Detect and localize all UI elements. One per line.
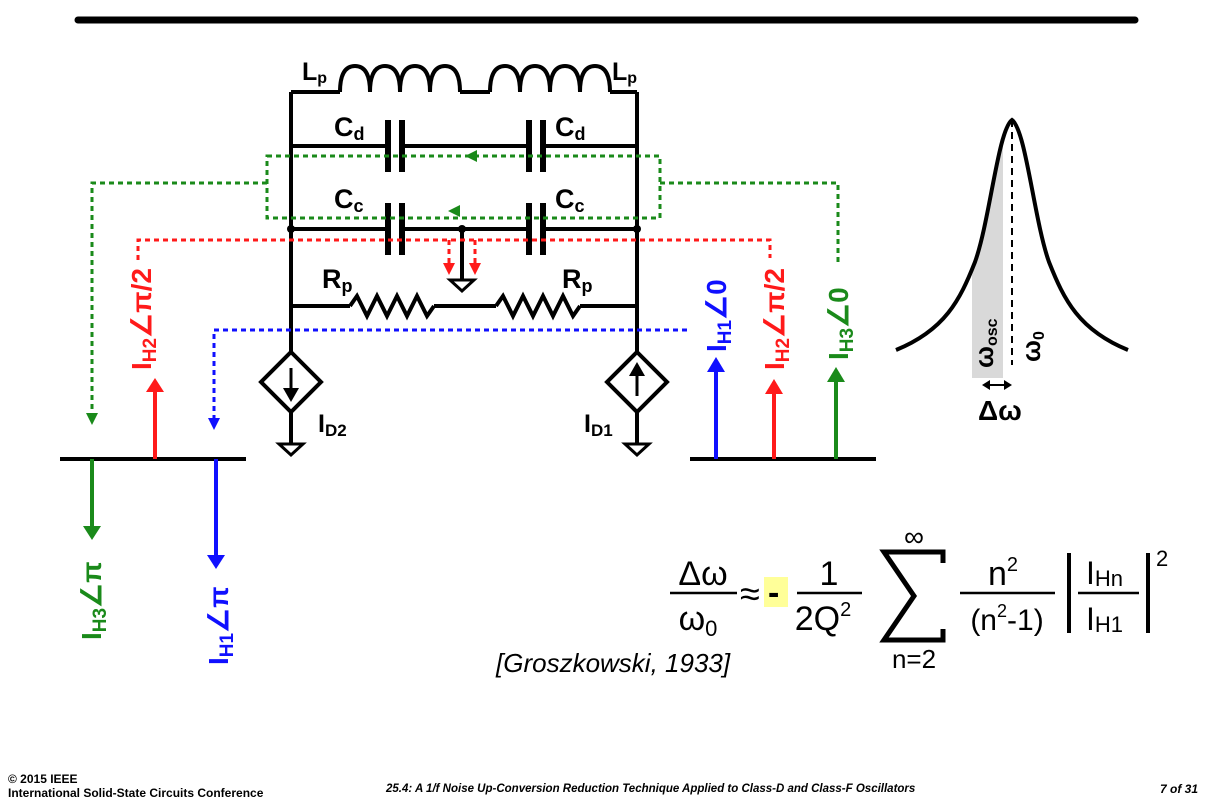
label-cd-right: Cd: [555, 112, 586, 144]
formula-frac2-den: (n2-1): [970, 601, 1043, 637]
label-left-h3: IH3∠π: [76, 561, 111, 640]
formula-lhs-den: ω0: [679, 600, 718, 641]
formula-outer-sup: 2: [1156, 546, 1168, 571]
label-lp-left: Lp: [302, 58, 327, 87]
label-left-h1: IH1∠π: [203, 586, 238, 665]
footer-title: 25.4: A 1/f Noise Up-Conversion Reductio…: [386, 783, 916, 795]
label-cc-left: Cc: [334, 184, 364, 216]
tank-circuit: [258, 63, 670, 458]
label-right-h1: IH1∠0: [701, 279, 736, 352]
h3-current-path: [90, 154, 840, 415]
resistor-rp-left: [348, 291, 436, 321]
h1-current-path: [212, 328, 690, 420]
label-left-h2: IH2∠π/2: [126, 268, 161, 370]
sigma-symbol: [879, 549, 946, 643]
label-rp-right: Rp: [562, 264, 593, 296]
label-w-osc: ωosc: [969, 318, 1001, 368]
label-rp-left: Rp: [322, 264, 353, 296]
formula-frac2-num: n2: [988, 554, 1018, 593]
label-w0: ω0: [1016, 331, 1048, 362]
formula-approx: ≈: [740, 573, 760, 614]
footer-page-number: 7 of 31: [1160, 782, 1199, 796]
formula-frac1-den: 2Q2: [795, 599, 851, 638]
formula-ratio-num: IHn: [1086, 555, 1123, 591]
inductor-lp-right: [488, 63, 612, 93]
resistor-rp-right: [494, 291, 582, 321]
formula-sum-top: ∞: [904, 521, 924, 552]
formula-minus: -: [768, 574, 779, 612]
formula-lhs-num: Δω: [678, 555, 727, 593]
citation: [Groszkowski, 1933]: [495, 648, 731, 678]
label-right-h3: IH3∠0: [823, 287, 858, 360]
h2-current-path: [136, 238, 772, 265]
footer-conference: International Solid-State Circuits Confe…: [8, 786, 264, 800]
label-cc-right: Cc: [555, 184, 585, 216]
label-dw: Δω: [978, 395, 1022, 426]
formula-frac1-num: 1: [820, 555, 839, 593]
osc-offset-shade: [972, 140, 1003, 378]
formula-ratio-den: IH1: [1086, 601, 1123, 637]
label-cd-left: Cd: [334, 112, 365, 144]
label-id2: ID2: [318, 410, 347, 440]
label-right-h2: IH2∠π/2: [759, 268, 794, 370]
minus-highlight: [764, 577, 788, 607]
formula-sum-bottom: n=2: [892, 644, 936, 674]
label-id1: ID1: [584, 410, 613, 440]
label-lp-right: Lp: [612, 58, 637, 87]
inductor-lp-left: [338, 63, 462, 93]
footer-copyright: © 2015 IEEE: [8, 772, 78, 786]
